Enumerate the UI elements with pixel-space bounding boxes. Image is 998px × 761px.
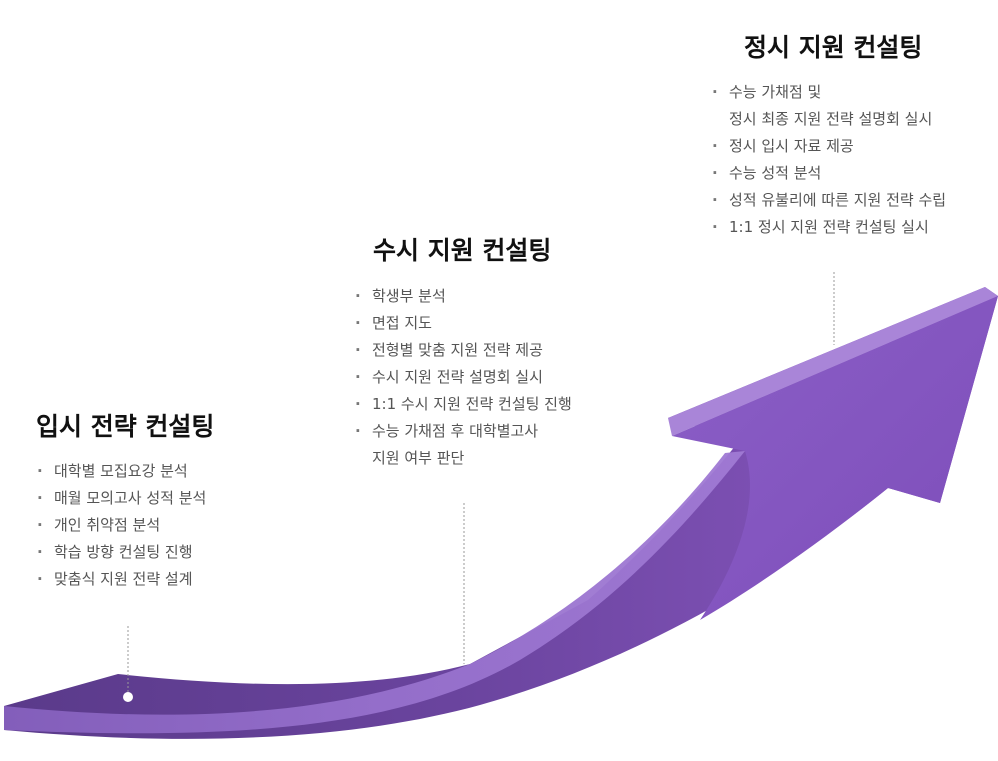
stage-item-text: 성적 유불리에 따른 지원 전략 수립 (729, 191, 947, 209)
stage-item-text: 정시 입시 자료 제공 (729, 137, 854, 155)
stage-item-text: 학습 방향 컨설팅 진행 (54, 543, 193, 561)
stage-item-list: 수능 가채점 및정시 최종 지원 전략 설명회 실시정시 입시 자료 제공수능 … (711, 79, 946, 241)
stage-item-text: 학생부 분석 (372, 287, 446, 305)
stage-item: 수시 지원 전략 설명회 실시 (354, 364, 572, 391)
stage-item: 성적 유불리에 따른 지원 전략 수립 (711, 187, 946, 214)
stage-item: 수능 가채점 및정시 최종 지원 전략 설명회 실시 (711, 79, 946, 133)
stage-item: 1:1 정시 지원 전략 컨설팅 실시 (711, 214, 946, 241)
arrow-head-bevel (668, 287, 998, 436)
stage-item: 1:1 수시 지원 전략 컨설팅 진행 (354, 391, 572, 418)
stage-item-list: 대학별 모집요강 분석매월 모의고사 성적 분석개인 취약점 분석학습 방향 컨… (36, 458, 214, 593)
stage-item-text: 지원 여부 판단 (372, 449, 465, 467)
stage-item-text: 1:1 정시 지원 전략 컨설팅 실시 (729, 218, 929, 236)
stage-early-admission: 수시 지원 컨설팅 학생부 분석면접 지도전형별 맞춤 지원 전략 제공수시 지… (354, 236, 572, 472)
stage-item: 수능 성적 분석 (711, 160, 946, 187)
stage-item-text: 수능 가채점 후 대학별고사 (372, 422, 539, 440)
stage-item-text: 맞춤식 지원 전략 설계 (54, 570, 193, 588)
stage-item-list: 학생부 분석면접 지도전형별 맞춤 지원 전략 제공수시 지원 전략 설명회 실… (354, 283, 572, 472)
stage-title: 정시 지원 컨설팅 (744, 33, 923, 62)
start-point-dot (123, 692, 133, 702)
stage-item: 면접 지도 (354, 310, 572, 337)
arrow-front-face (4, 451, 745, 734)
stage-item: 학습 방향 컨설팅 진행 (36, 539, 214, 566)
stage-item-text: 매월 모의고사 성적 분석 (54, 489, 207, 507)
stage-item-text: 개인 취약점 분석 (54, 516, 161, 534)
stage-item: 맞춤식 지원 전략 설계 (36, 566, 214, 593)
stage-entrance-strategy: 입시 전략 컨설팅 대학별 모집요강 분석매월 모의고사 성적 분석개인 취약점… (36, 412, 214, 593)
stage-item-text: 수능 가채점 및 (729, 83, 822, 101)
arrow-head-side (672, 296, 998, 620)
stage-item-text: 수능 성적 분석 (729, 164, 822, 182)
stage-item-text: 면접 지도 (372, 314, 432, 332)
stage-item-text: 대학별 모집요강 분석 (54, 462, 188, 480)
stage-title: 입시 전략 컨설팅 (36, 412, 215, 441)
stage-item-text: 수시 지원 전략 설명회 실시 (372, 368, 543, 386)
stage-item: 학생부 분석 (354, 283, 572, 310)
stage-item-text: 1:1 수시 지원 전략 컨설팅 진행 (372, 395, 572, 413)
stage-item: 매월 모의고사 성적 분석 (36, 485, 214, 512)
stage-item-text: 전형별 맞춤 지원 전략 제공 (372, 341, 543, 359)
stage-item: 정시 입시 자료 제공 (711, 133, 946, 160)
stage-item: 개인 취약점 분석 (36, 512, 214, 539)
stage-item: 전형별 맞춤 지원 전략 제공 (354, 337, 572, 364)
stage-item-text: 정시 최종 지원 전략 설명회 실시 (729, 110, 933, 128)
stage-title: 수시 지원 컨설팅 (373, 236, 552, 265)
stage-regular-admission: 정시 지원 컨설팅 수능 가채점 및정시 최종 지원 전략 설명회 실시정시 입… (711, 33, 946, 241)
stage-item: 대학별 모집요강 분석 (36, 458, 214, 485)
